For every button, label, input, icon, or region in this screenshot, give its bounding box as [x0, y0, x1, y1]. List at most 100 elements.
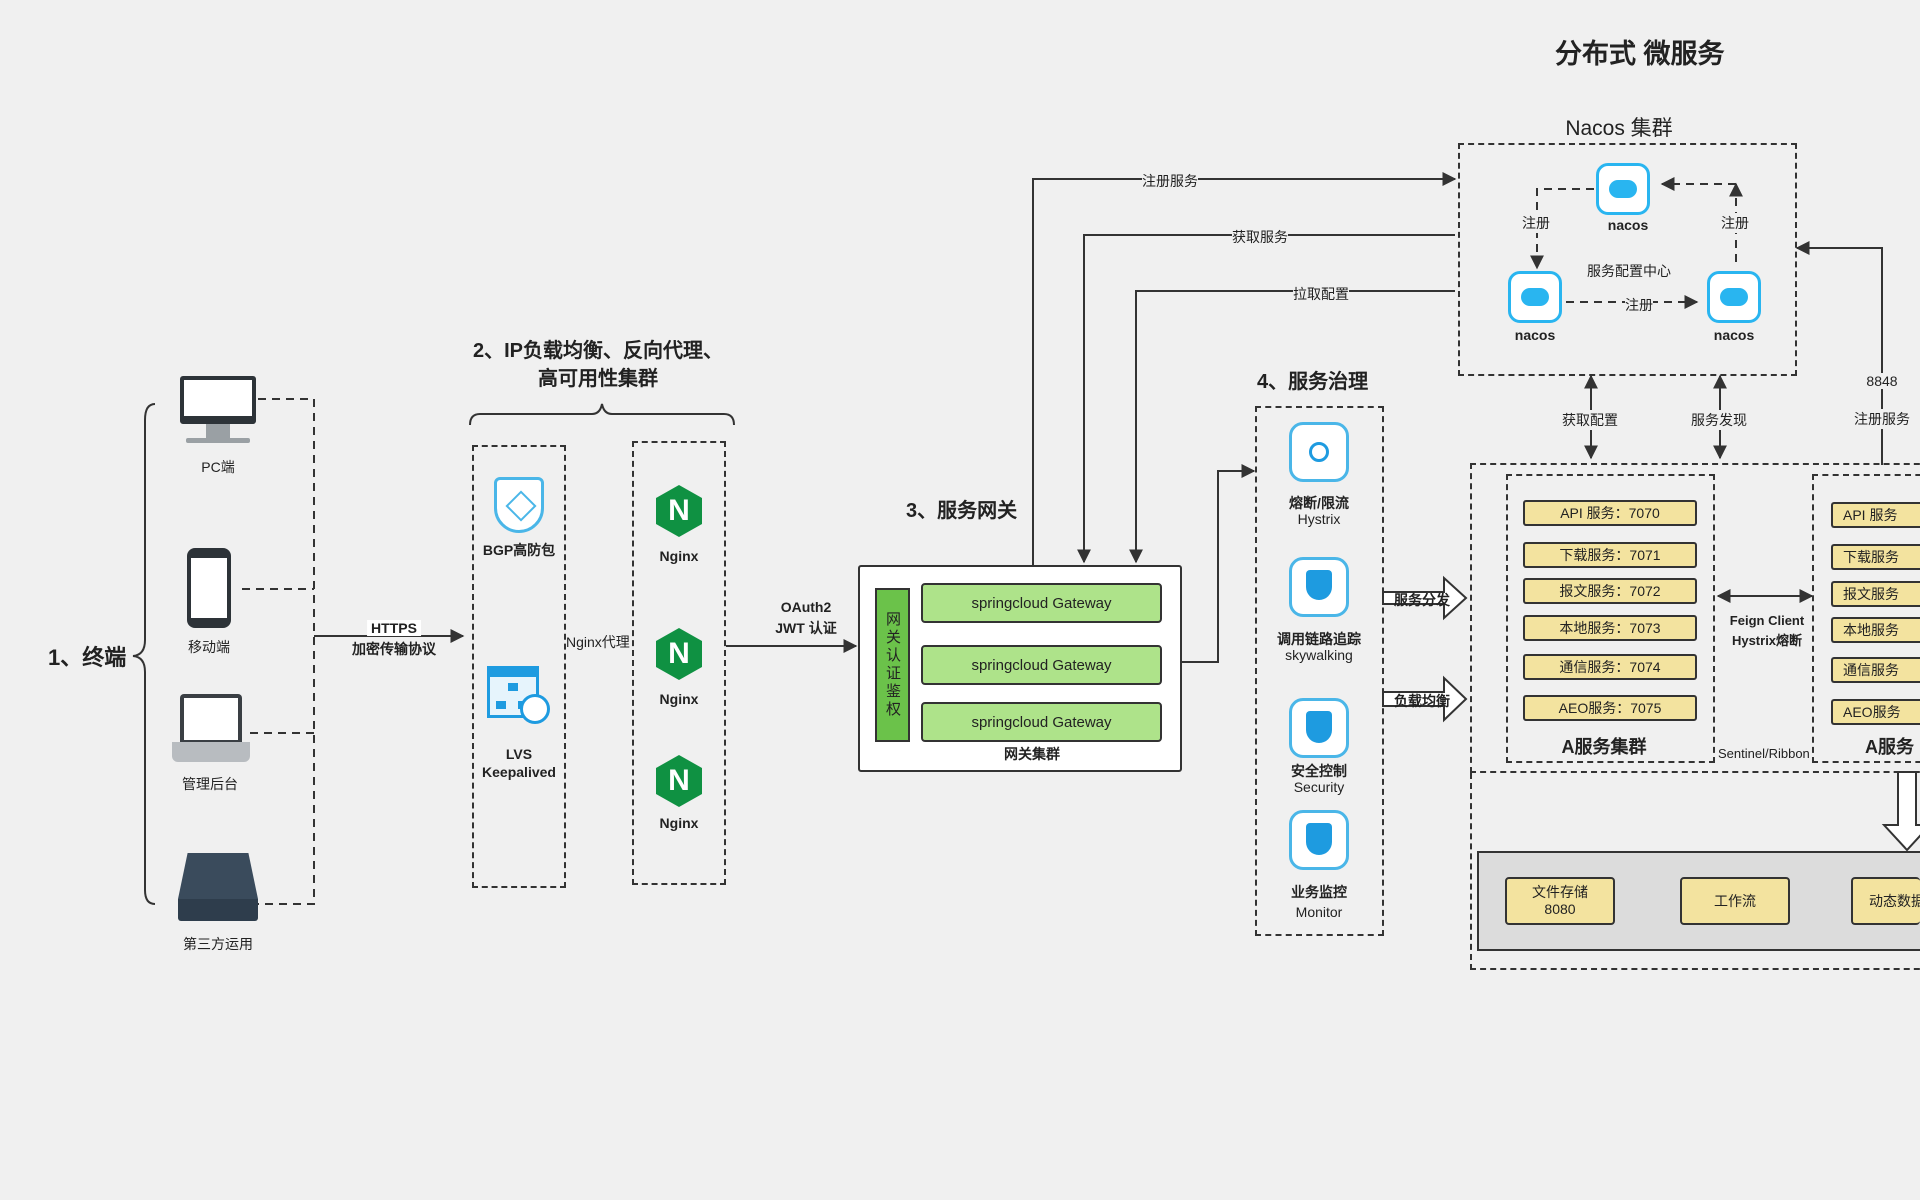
- hystrix-label: Hystrix熔断: [1731, 633, 1803, 648]
- governance-sub: skywalking: [1285, 647, 1353, 663]
- scanner-icon: [178, 853, 258, 899]
- lvs-label: LVS: [505, 746, 533, 762]
- governance-title: 业务监控: [1291, 884, 1347, 900]
- terminal-brace: [132, 403, 156, 905]
- nacos-node-label: nacos: [1713, 327, 1755, 343]
- nacos-cluster-title: Nacos 集群: [1565, 117, 1673, 140]
- flow-fetch-label: 获取服务: [1232, 227, 1288, 247]
- nacos-register-label: 注册: [1522, 213, 1550, 233]
- governance-title: 调用链路追踪: [1277, 631, 1361, 647]
- nginx-label: Nginx: [659, 815, 699, 831]
- monitor-icon: [180, 376, 256, 424]
- gateway-node: springcloud Gateway: [921, 645, 1162, 685]
- flow-pull-config-label: 拉取配置: [1293, 284, 1349, 304]
- service-item: 下载服务: [1831, 544, 1920, 570]
- governance-box: [1255, 406, 1384, 936]
- page-title: 分布式 微服务: [1555, 39, 1725, 69]
- service-item: 本地服务: [1831, 617, 1920, 643]
- section-terminal-title: 1、终端: [48, 645, 127, 670]
- https-sub-label: 加密传输协议: [352, 641, 436, 657]
- lvs-cluster: [472, 445, 566, 888]
- service-item: 报文服务: [1831, 581, 1920, 607]
- nginx-icon: N: [656, 628, 702, 680]
- monitor-base-icon: [186, 438, 250, 443]
- client-third-label: 第三方运用: [183, 936, 253, 952]
- nacos-cluster-box: [1458, 143, 1797, 376]
- b-service-cluster: [1812, 474, 1920, 763]
- lb-brace: [469, 403, 735, 426]
- governance-sub: Security: [1293, 779, 1345, 795]
- a-service-cluster: [1506, 474, 1715, 763]
- governance-title: 安全控制: [1291, 763, 1347, 779]
- nacos-node-label: nacos: [1514, 327, 1556, 343]
- nacos-register-label: 注册: [1721, 213, 1749, 233]
- security-icon: [1289, 698, 1349, 758]
- keepalived-label: Keepalived: [482, 764, 556, 780]
- phone-icon: [187, 548, 231, 628]
- governance-title: 熔断/限流: [1289, 495, 1349, 511]
- nacos-center-label: 服务配置中心: [1587, 263, 1671, 279]
- section-gateway-title: 3、服务网关: [906, 500, 1018, 522]
- flow-register-label: 注册服务: [1142, 171, 1198, 191]
- dynamic-data-box: 动态数据: [1851, 877, 1920, 925]
- nginx-label: Nginx: [659, 548, 699, 564]
- loadbalance-label: 负载均衡: [1394, 693, 1450, 709]
- scanner-base-icon: [178, 899, 258, 921]
- oauth-label: OAuth2: [780, 599, 832, 615]
- nacos-cloud-icon: [1596, 163, 1650, 215]
- discovery-label: 服务发现: [1691, 410, 1747, 430]
- gateway-node: springcloud Gateway: [921, 583, 1162, 623]
- section-governance-title: 4、服务治理: [1257, 371, 1369, 393]
- hystrix-icon: [1289, 422, 1349, 482]
- service-item: API 服务: [1831, 502, 1920, 528]
- https-label: HTTPS: [367, 620, 421, 636]
- nacos-node-label: nacos: [1607, 217, 1649, 233]
- nginx-label: Nginx: [659, 691, 699, 707]
- storage-outer-box: [1470, 773, 1920, 970]
- file-storage-label: 文件存储: [1532, 884, 1588, 900]
- shield-icon: [494, 477, 544, 533]
- service-item: 报文服务：7072: [1523, 578, 1697, 604]
- lvs-network-icon: [487, 666, 539, 718]
- dispatch-label: 服务分发: [1394, 592, 1450, 608]
- monitor-stand-icon: [206, 424, 230, 438]
- service-item: API 服务：7070: [1523, 500, 1697, 526]
- sentinel-label: Sentinel/Ribbon: [1718, 746, 1810, 761]
- monitor-shield-icon: [1289, 810, 1349, 870]
- nginx-icon: N: [656, 755, 702, 807]
- file-storage-port: 8080: [1544, 901, 1576, 917]
- globe-icon: [520, 694, 550, 724]
- laptop-keyboard-icon: [172, 742, 250, 762]
- nginx-cluster: [632, 441, 726, 885]
- gateway-node: springcloud Gateway: [921, 702, 1162, 742]
- gateway-cluster-caption: 网关集群: [1004, 746, 1060, 762]
- services-outer-box: [1470, 463, 1920, 773]
- section-lb-title-line2: 高可用性集群: [538, 368, 658, 390]
- nacos-cloud-icon: [1707, 271, 1761, 323]
- workflow-box: 工作流: [1680, 877, 1790, 925]
- b-cluster-caption: A服务: [1865, 737, 1914, 757]
- feign-label: Feign Client: [1729, 613, 1805, 628]
- register-service-label: 注册服务: [1854, 409, 1910, 429]
- jwt-label: JWT 认证: [775, 620, 837, 636]
- governance-sub: Hystrix: [1297, 511, 1341, 527]
- port-label: 8848: [1866, 373, 1898, 389]
- trace-icon: [1289, 557, 1349, 617]
- service-item: 通信服务: [1831, 657, 1920, 683]
- governance-sub: Monitor: [1295, 904, 1343, 920]
- client-pc-label: PC端: [201, 459, 235, 475]
- nacos-register-label: 注册: [1625, 295, 1653, 315]
- gateway-auth-bar: 网关认证鉴权: [875, 588, 910, 742]
- bgp-label: BGP高防包: [482, 542, 556, 558]
- client-mobile-label: 移动端: [188, 639, 230, 655]
- file-storage-box: 文件存储 8080: [1505, 877, 1615, 925]
- service-item: 通信服务：7074: [1523, 654, 1697, 680]
- nacos-cloud-icon: [1508, 271, 1562, 323]
- service-item: AEO服务: [1831, 699, 1920, 725]
- nginx-proxy-label: Nginx代理: [566, 632, 630, 652]
- get-config-label: 获取配置: [1562, 410, 1618, 430]
- nginx-icon: N: [656, 485, 702, 537]
- client-admin-label: 管理后台: [182, 776, 238, 792]
- service-item: 本地服务：7073: [1523, 615, 1697, 641]
- laptop-icon: [180, 694, 242, 742]
